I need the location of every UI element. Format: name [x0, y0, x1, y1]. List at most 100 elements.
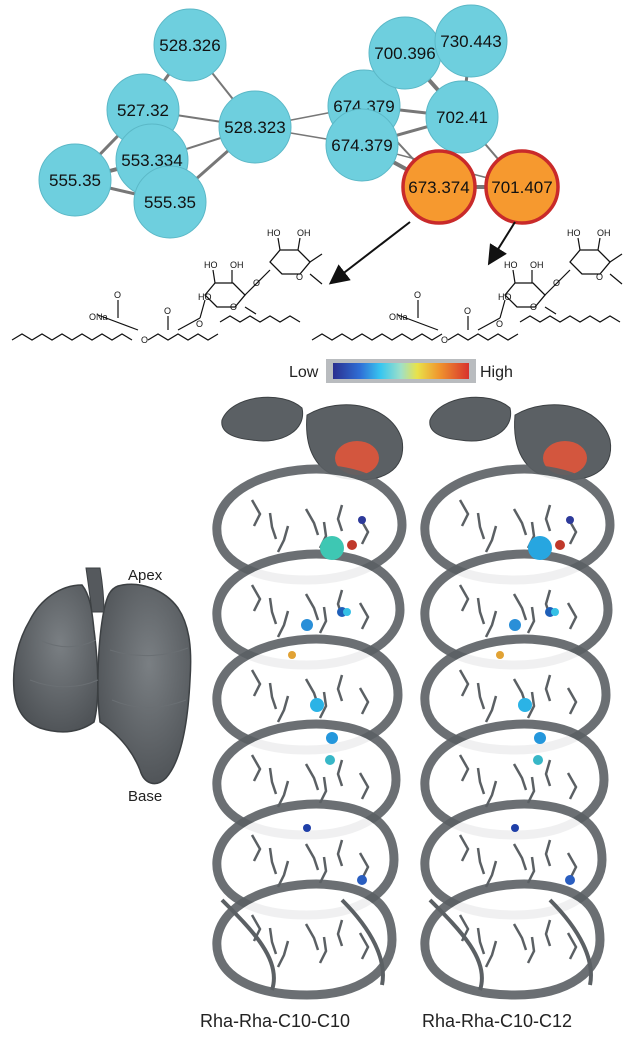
bronchial-branch — [336, 919, 344, 947]
bronchial-branch — [476, 847, 486, 875]
network-node-label: 701.407 — [491, 178, 552, 197]
hydroxyl-label: HO — [567, 228, 581, 238]
bronchial-branch — [268, 927, 278, 955]
bond — [477, 317, 501, 331]
signal-deposit — [509, 619, 521, 631]
bronchial-branch — [318, 856, 328, 884]
apex-label: Apex — [128, 567, 163, 584]
alkyl-chain — [11, 333, 133, 341]
hydroxyl-label: HO — [504, 260, 518, 270]
hydroxyl-label: OH — [230, 260, 244, 270]
bond — [199, 299, 206, 319]
signal-deposit — [565, 875, 575, 885]
network-node-circle — [153, 8, 227, 82]
lung-base-fragment — [220, 898, 385, 991]
arrow-673-to-structure — [328, 221, 411, 285]
substituent-bond — [609, 273, 623, 285]
bronchial-branch — [566, 602, 578, 630]
bronchial-branch — [336, 674, 344, 702]
bronchial-branch — [526, 936, 536, 964]
bronchial-branch — [544, 759, 552, 787]
network-node: 700.396 — [368, 16, 442, 90]
substituent-bond — [309, 273, 323, 285]
hydroxyl-label: OH — [597, 228, 611, 238]
bond — [177, 317, 201, 331]
bronchial-branch — [304, 763, 320, 791]
network-node-circle — [401, 149, 477, 225]
bronchial-branch — [336, 504, 344, 532]
signal-deposit — [347, 540, 357, 550]
substituent-bond — [309, 253, 323, 263]
bronchial-branch — [336, 839, 344, 867]
network-node-label: 528.326 — [159, 36, 220, 55]
bronchial-branch — [458, 754, 470, 782]
bronchial-branch — [526, 691, 536, 719]
bronchial-branch — [566, 932, 578, 960]
alkyl-chain — [311, 333, 443, 341]
signal-deposit — [518, 698, 532, 712]
rhamnose-ring — [569, 249, 611, 275]
bronchial-branch — [512, 593, 528, 621]
trachea — [85, 567, 105, 613]
signal-deposit — [301, 619, 313, 631]
bronchial-branch — [318, 936, 328, 964]
bronchial-branch — [358, 687, 370, 715]
bronchial-branch — [476, 682, 486, 710]
molecular-network: 528.326527.32553.334555.35555.35528.3236… — [38, 4, 560, 239]
alkyl-chain-right — [219, 315, 301, 323]
substituent-bond — [512, 269, 516, 284]
signal-deposit — [303, 824, 311, 832]
network-node-label: 555.35 — [49, 171, 101, 190]
glycosidic-bond — [244, 269, 271, 296]
whole-lung-render: Apex Base — [12, 567, 192, 805]
network-node-label: 674.379 — [331, 136, 392, 155]
ona-label: ONa — [389, 312, 408, 322]
bronchial-branch — [304, 923, 320, 951]
signal-deposit — [357, 875, 367, 885]
signal-hotspot — [543, 441, 587, 475]
network-nodes: 528.326527.32553.334555.35555.35528.3236… — [38, 4, 560, 239]
colorbar-high-label: High — [480, 364, 513, 381]
ona-label: ONa — [89, 312, 108, 322]
bronchial-branch — [484, 940, 498, 968]
ether-o-label: O — [496, 319, 503, 329]
signal-deposit — [566, 516, 574, 524]
network-node-circle — [218, 90, 292, 164]
lung-slice-ring — [212, 879, 397, 1000]
signal-deposit — [325, 755, 335, 765]
network-node-label: 553.334 — [121, 151, 182, 170]
hydroxyl-label: OH — [297, 228, 311, 238]
glycosidic-o-label: O — [553, 278, 560, 288]
bronchial-branch — [526, 606, 536, 634]
ether-o-label: O — [196, 319, 203, 329]
bronchial-branch — [458, 584, 470, 612]
bronchial-branch — [476, 512, 486, 540]
network-node-label: 700.396 — [374, 44, 435, 63]
intensity-colorbar: Low High — [289, 359, 513, 383]
colorbar-low-label: Low — [289, 364, 319, 381]
bronchial-branch — [276, 860, 290, 888]
substituent-bond — [212, 269, 216, 284]
bronchial-branch — [276, 780, 290, 808]
bronchial-branch — [318, 776, 328, 804]
signal-deposit — [343, 608, 351, 616]
network-node: 673.374 — [401, 149, 477, 225]
bronchial-branch — [512, 508, 528, 536]
caption-c10-c12: Rha-Rha-C10-C12 — [422, 1011, 572, 1031]
rhamnose-ring — [269, 249, 311, 275]
network-node: 730.443 — [434, 4, 508, 78]
bronchial-branch — [566, 772, 578, 800]
bronchial-branch — [358, 932, 370, 960]
signal-deposit — [555, 540, 565, 550]
ester-linker — [147, 333, 219, 341]
network-node: 702.41 — [425, 80, 499, 154]
hydroxyl-label: HO — [204, 260, 218, 270]
substituent-bond — [597, 237, 601, 251]
bond — [97, 314, 139, 331]
network-node: 528.326 — [153, 8, 227, 82]
network-node-circle — [484, 149, 560, 225]
network-node: 528.323 — [218, 90, 292, 164]
bronchial-branch — [484, 525, 498, 553]
signal-deposit — [326, 732, 338, 744]
